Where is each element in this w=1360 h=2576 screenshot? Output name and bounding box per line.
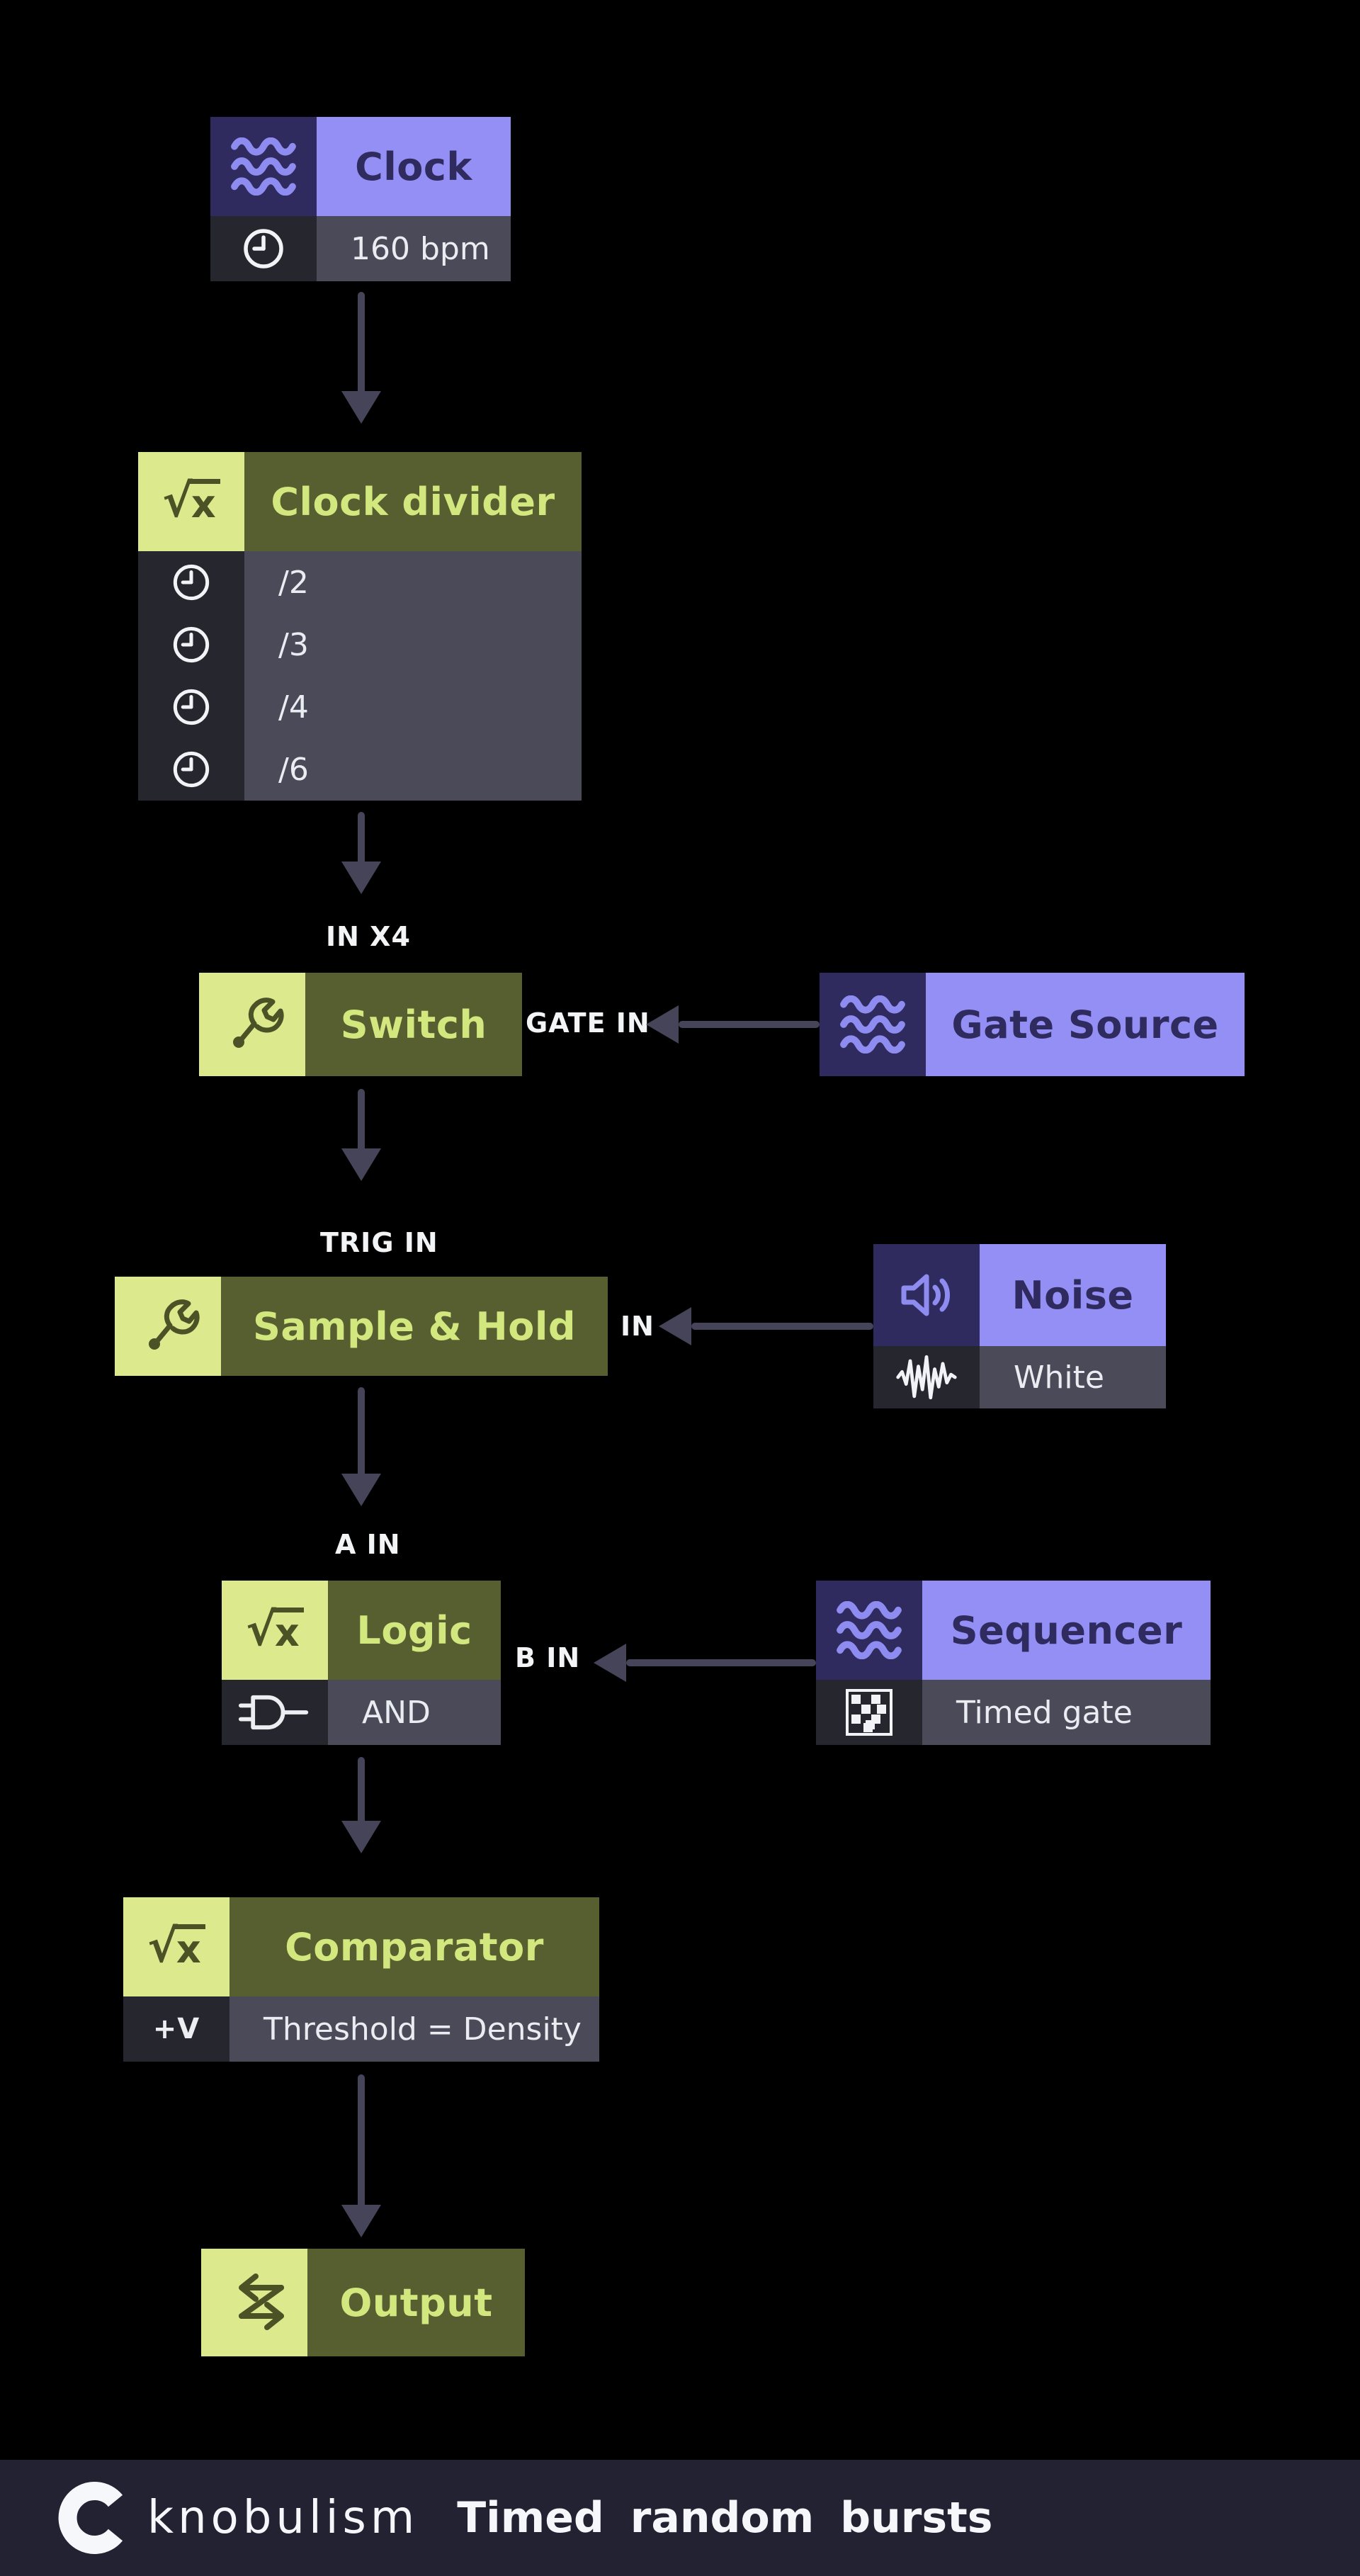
arrow-samplehold-to-logic — [358, 1387, 365, 1478]
node-row-value: AND — [328, 1680, 501, 1745]
node-title: Switch — [305, 973, 522, 1076]
arrow-comparator-to-output — [358, 2074, 365, 2209]
node-row-value: /4 — [244, 676, 582, 738]
sqrt-icon: √x — [123, 1897, 230, 1996]
wrench-icon — [115, 1277, 221, 1376]
node-title: Clock — [317, 117, 511, 216]
arrowhead-down-icon — [341, 1148, 381, 1181]
brand-name: knobulism — [147, 2492, 419, 2544]
node-output: Output — [201, 2249, 525, 2356]
arrowhead-down-icon — [341, 391, 381, 424]
arrowhead-down-icon — [341, 1821, 381, 1853]
port-label-b-in: B IN — [515, 1642, 581, 1673]
waveform-icon — [873, 1346, 980, 1408]
arrowhead-left-icon — [659, 1307, 691, 1345]
and-gate-icon — [222, 1680, 328, 1745]
arrowhead-down-icon — [341, 862, 381, 894]
footer-bar: knobulism Timed random bursts — [0, 2460, 1360, 2576]
sqrt-icon: √x — [222, 1581, 328, 1680]
node-title: Gate Source — [926, 973, 1245, 1076]
port-label-gate-in: GATE IN — [526, 1007, 650, 1039]
clock-icon — [138, 738, 244, 801]
node-row-value: /6 — [244, 738, 582, 801]
arrow-logic-to-comparator — [358, 1757, 365, 1825]
clock-icon — [138, 676, 244, 738]
node-gate-source: Gate Source — [820, 973, 1245, 1076]
node-title: Comparator — [230, 1897, 599, 1996]
node-sample-hold: Sample & Hold — [115, 1277, 608, 1376]
port-label-in-x4: IN X4 — [326, 921, 411, 952]
arrow-divider-to-switch — [358, 812, 365, 866]
node-clock: Clock 160 bpm — [210, 117, 511, 281]
plus-v-icon: +V — [123, 1996, 230, 2062]
clock-icon — [138, 614, 244, 676]
knobulism-logo-icon — [58, 2482, 123, 2554]
node-comparator: √x Comparator +V Threshold = Density — [123, 1897, 599, 2062]
swap-arrows-icon — [201, 2249, 307, 2356]
port-label-trig-in: TRIG IN — [320, 1227, 438, 1258]
port-label-a-in: A IN — [335, 1529, 401, 1560]
arrow-clock-to-divider — [358, 292, 365, 395]
node-logic: √x Logic AND — [222, 1581, 501, 1745]
sqrt-icon: √x — [138, 452, 244, 551]
arrow-sequencer-to-logic — [626, 1659, 816, 1666]
arrowhead-left-icon — [594, 1644, 626, 1682]
node-clock-divider: √x Clock divider /2 /3 /4 /6 — [138, 452, 582, 801]
wrench-icon — [199, 973, 305, 1076]
node-title: Sample & Hold — [221, 1277, 608, 1376]
arrow-noise-to-samplehold — [691, 1323, 873, 1330]
arrow-gatesource-to-switch — [679, 1021, 820, 1028]
node-row-value: /2 — [244, 551, 582, 614]
node-title: Clock divider — [244, 452, 582, 551]
waves-icon — [816, 1581, 922, 1680]
arrowhead-left-icon — [646, 1005, 679, 1044]
clock-icon — [210, 216, 317, 281]
node-row-value: /3 — [244, 614, 582, 676]
arrow-switch-to-samplehold — [358, 1089, 365, 1153]
patch-title: Timed random bursts — [457, 2493, 993, 2543]
clock-icon — [138, 551, 244, 614]
node-sequencer: Sequencer Timed gate — [816, 1581, 1211, 1745]
node-title: Logic — [328, 1581, 501, 1680]
node-row-value: 160 bpm — [317, 216, 511, 281]
port-label-in: IN — [620, 1311, 654, 1342]
node-switch: Switch — [199, 973, 522, 1076]
waves-icon — [210, 117, 317, 216]
speaker-icon — [873, 1244, 980, 1346]
node-noise: Noise White — [873, 1244, 1166, 1408]
node-title: Noise — [980, 1244, 1166, 1346]
node-row-value: Timed gate — [922, 1680, 1211, 1745]
node-title: Output — [307, 2249, 525, 2356]
arrowhead-down-icon — [341, 2205, 381, 2237]
arrowhead-down-icon — [341, 1474, 381, 1506]
node-row-value: Threshold = Density — [230, 1996, 599, 2062]
waves-icon — [820, 973, 926, 1076]
node-row-value: White — [980, 1346, 1166, 1408]
node-title: Sequencer — [922, 1581, 1211, 1680]
grid-icon — [816, 1680, 922, 1745]
